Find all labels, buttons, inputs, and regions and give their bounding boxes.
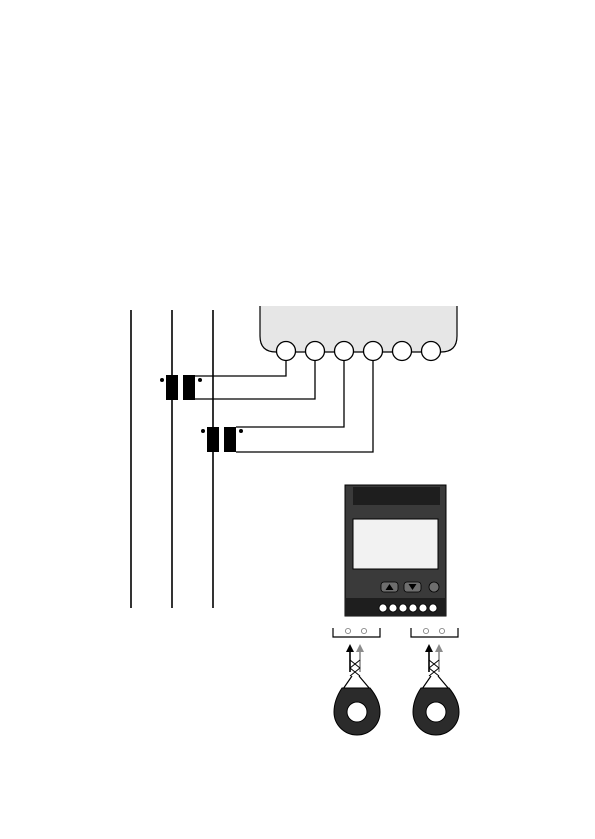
ct-sensor-right <box>413 688 459 735</box>
ct1-core-left <box>166 375 178 400</box>
device-terminal-4[interactable] <box>409 604 417 612</box>
sensor-left-leads <box>343 644 370 689</box>
ct1-polarity-dot-left <box>160 378 164 382</box>
device-top-cap <box>353 487 440 505</box>
screw-terminal-icon <box>345 628 350 633</box>
device-terminal-5[interactable] <box>419 604 427 612</box>
ct-sensor-left <box>334 688 380 735</box>
ct1-polarity-dot-right <box>198 378 202 382</box>
device-terminal-1[interactable] <box>379 604 387 612</box>
meter-terminal-2[interactable] <box>306 342 325 361</box>
connector-left <box>333 628 380 637</box>
sensor-right-yoke <box>422 676 449 689</box>
sensor-right-leads <box>422 644 449 689</box>
ct1-core-right <box>183 375 195 400</box>
connector-right-bracket <box>411 628 458 637</box>
twisted-wire <box>350 660 360 676</box>
arrow-up-icon <box>356 644 364 652</box>
wire-ct1-a <box>195 361 286 376</box>
meter-terminal-3[interactable] <box>335 342 354 361</box>
connector-left-bracket <box>333 628 380 637</box>
device-terminal-3[interactable] <box>399 604 407 612</box>
meter-terminal-4[interactable] <box>364 342 383 361</box>
arrow-up-icon <box>435 644 443 652</box>
ct2-polarity-dot-left <box>201 429 205 433</box>
device-terminal-2[interactable] <box>389 604 397 612</box>
din-device <box>345 485 446 616</box>
connector-right <box>411 628 458 637</box>
meter-terminal-1[interactable] <box>277 342 296 361</box>
phase-lines <box>131 310 213 608</box>
device-terminal-6[interactable] <box>429 604 437 612</box>
sensor-left-yoke <box>343 676 370 689</box>
twisted-wire <box>429 660 439 676</box>
ct2-polarity-dot-right <box>239 429 243 433</box>
current-transformer-1 <box>160 375 202 400</box>
device-screen <box>353 519 438 569</box>
screw-terminal-icon <box>439 628 444 633</box>
current-transformer-2 <box>201 427 243 452</box>
round-button-icon[interactable] <box>429 582 439 592</box>
ct-sensor-right-hole <box>426 702 446 722</box>
ct-sensor-left-hole <box>347 702 367 722</box>
ct2-core-left <box>207 427 219 452</box>
ct-wires <box>195 361 373 452</box>
ct2-core-right <box>224 427 236 452</box>
wire-ct2-a <box>236 361 344 427</box>
meter-terminal-5[interactable] <box>393 342 412 361</box>
arrow-up-icon <box>425 644 433 652</box>
wire-ct2-b <box>236 361 373 452</box>
meter-terminal-6[interactable] <box>422 342 441 361</box>
arrow-up-icon <box>346 644 354 652</box>
screw-terminal-icon <box>361 628 366 633</box>
screw-terminal-icon <box>423 628 428 633</box>
